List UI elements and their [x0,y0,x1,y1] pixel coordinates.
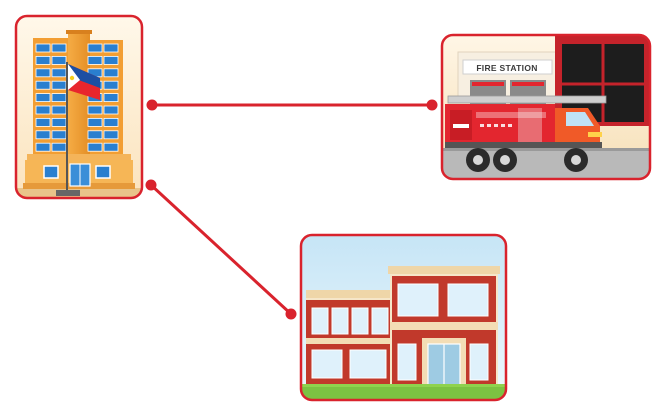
city-hall-card[interactable] [14,14,144,200]
window [51,56,67,65]
connector-cityhall-firestation [146,99,438,111]
window [103,105,119,115]
window [103,118,119,127]
connector-end-dot [426,99,438,111]
window [51,142,67,152]
connector-start-dot [145,179,157,191]
window [35,142,51,152]
window [35,68,51,78]
window [103,93,119,102]
window [51,68,67,78]
connector-start-dot [146,99,158,111]
window [103,80,119,90]
window [51,130,67,140]
window [51,93,67,102]
window [87,142,103,152]
flag-icon [68,64,100,100]
window [103,56,119,65]
window [103,130,119,140]
window [35,93,51,102]
window [35,56,51,65]
window [51,105,67,115]
window [87,118,103,127]
window [103,68,119,78]
window [103,43,119,53]
window [35,118,51,127]
window [87,56,103,65]
window [35,105,51,115]
window [87,43,103,53]
window [51,80,67,90]
fire-station-icon: FIRE STATION [442,36,650,179]
truck-wheel [466,148,490,172]
fire-station-sign: FIRE STATION [476,63,537,73]
truck-wheel [493,148,517,172]
window [51,43,67,53]
fire-station-card[interactable]: FIRE STATION [440,33,652,181]
window [35,130,51,140]
government-building-icon [16,30,142,198]
window [51,118,67,127]
window [87,130,103,140]
truck-wheel [564,148,588,172]
connector-end-dot [285,308,297,320]
connector-cityhall-school [145,179,297,320]
window [87,105,103,115]
school-building-icon [301,266,506,400]
window [35,80,51,90]
window [103,142,119,152]
window [35,43,51,53]
school-card[interactable] [299,233,508,402]
